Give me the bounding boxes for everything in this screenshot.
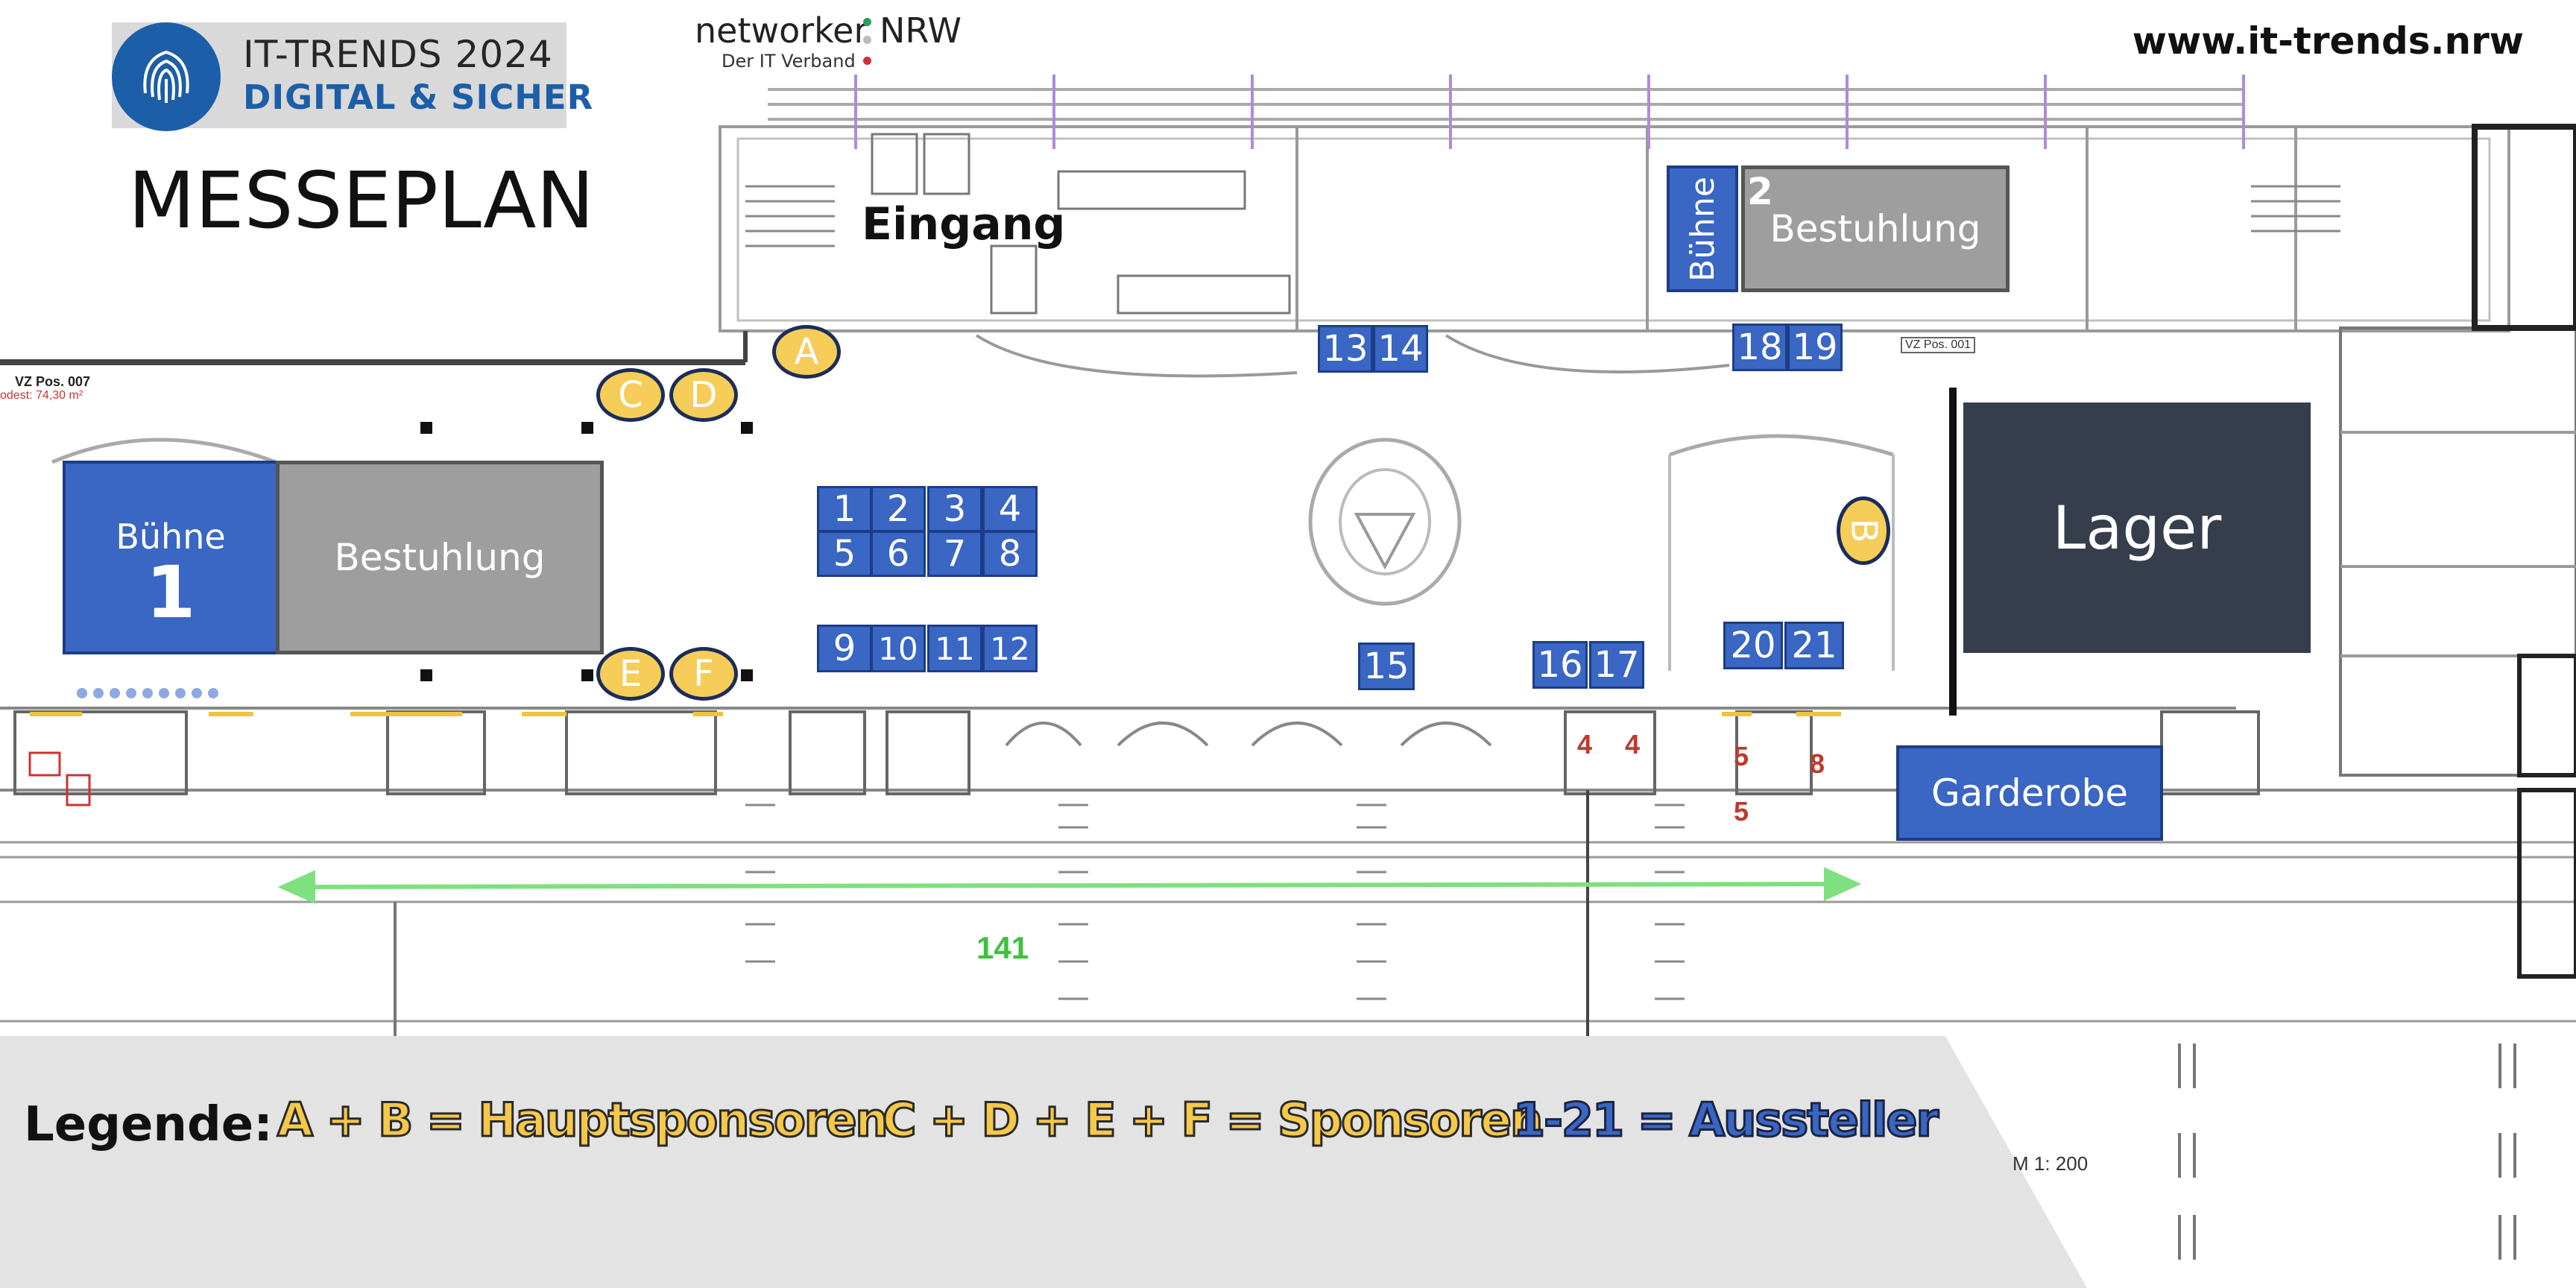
vz-pos-001-label: VZ Pos. 001 <box>1901 337 1976 353</box>
stage-2-number: 2 <box>1747 170 1773 213</box>
sponsor-c[interactable]: C <box>596 368 665 422</box>
stand-18[interactable]: 18 <box>1732 323 1787 371</box>
sponsor-e[interactable]: E <box>596 647 665 701</box>
stand-19[interactable]: 19 <box>1787 323 1843 371</box>
stand-17[interactable]: 17 <box>1589 641 1644 689</box>
stand-13[interactable]: 13 <box>1318 325 1373 373</box>
sponsor-a[interactable]: A <box>772 325 841 379</box>
fingerprint-logo-icon <box>112 22 221 131</box>
page-title: MESSEPLAN <box>128 155 595 246</box>
logo-event-tagline: DIGITAL & SICHER <box>243 78 594 117</box>
stand-8[interactable]: 8 <box>982 531 1038 577</box>
seating-area-2[interactable]: Bestuhlung <box>1741 165 2010 292</box>
stand-20[interactable]: 20 <box>1723 622 1783 669</box>
exit-marker-8: 8 <box>1810 748 1825 779</box>
organiser-name-right: NRW <box>880 10 962 51</box>
stand-9[interactable]: 9 <box>817 625 872 672</box>
stand-16[interactable]: 16 <box>1532 641 1588 689</box>
website-url[interactable]: www.it-trends.nrw <box>2132 19 2524 63</box>
stand-12[interactable]: 12 <box>982 625 1038 672</box>
seating-2-label: Bestuhlung <box>1770 207 1981 250</box>
stand-21[interactable]: 21 <box>1784 622 1844 669</box>
sponsor-f[interactable]: F <box>669 647 738 701</box>
cloakroom-label: Garderobe <box>1931 771 2129 815</box>
logo-event-name: IT-TRENDS 2024 <box>243 33 553 76</box>
stand-3[interactable]: 3 <box>927 486 982 532</box>
room-number: 141 <box>976 930 1029 965</box>
cloakroom[interactable]: Garderobe <box>1896 745 2163 841</box>
stand-4[interactable]: 4 <box>982 486 1038 532</box>
exit-marker-4a: 4 <box>1577 729 1593 760</box>
stand-14[interactable]: 14 <box>1373 325 1428 373</box>
stand-15[interactable]: 15 <box>1358 643 1415 690</box>
legend-main-sponsors: A + B = Hauptsponsoren <box>277 1092 890 1149</box>
stage-1[interactable]: Bühne 1 <box>63 461 279 654</box>
sponsor-d[interactable]: D <box>669 368 738 422</box>
exit-marker-5a: 5 <box>1734 741 1749 771</box>
vz-pos-007-label: VZ Pos. 007 <box>15 374 91 389</box>
stage-1-number: 1 <box>145 551 196 634</box>
stage-2[interactable]: Bühne <box>1667 165 1738 292</box>
exit-marker-4b: 4 <box>1625 729 1641 760</box>
legend-exhibitors: 1-21 = Aussteller <box>1512 1092 1939 1149</box>
legend-sponsors: C + D + E + F = Sponsoren <box>881 1092 1544 1149</box>
exit-marker-5b: 5 <box>1734 796 1749 827</box>
entrance-label: Eingang <box>862 198 1066 250</box>
seating-1-label: Bestuhlung <box>334 536 546 579</box>
legend-label: Legende: <box>24 1097 273 1152</box>
stand-6[interactable]: 6 <box>871 531 926 577</box>
scale-label: M 1: 200 <box>2012 1152 2089 1175</box>
seating-area-1[interactable]: Bestuhlung <box>276 461 604 654</box>
red-dot-icon <box>863 57 871 65</box>
organiser-tagline: Der IT Verband <box>722 51 856 72</box>
grey-dot-icon <box>863 36 871 44</box>
stage-2-label: Bühne <box>1683 176 1722 282</box>
stand-2[interactable]: 2 <box>871 486 926 532</box>
stand-1[interactable]: 1 <box>817 486 872 532</box>
storage-room[interactable]: Lager <box>1963 402 2311 653</box>
green-dot-icon <box>863 18 871 26</box>
stand-5[interactable]: 5 <box>817 531 872 577</box>
sponsor-b[interactable]: B <box>1837 496 1890 565</box>
stand-7[interactable]: 7 <box>927 531 982 577</box>
stand-11[interactable]: 11 <box>927 625 982 672</box>
stand-10[interactable]: 10 <box>871 625 926 672</box>
area-note: odest: 74,30 m² <box>0 389 83 402</box>
organiser-name-left: networker <box>695 10 868 51</box>
stage-1-label: Bühne <box>116 517 226 557</box>
sponsor-b-label: B <box>1843 518 1884 543</box>
